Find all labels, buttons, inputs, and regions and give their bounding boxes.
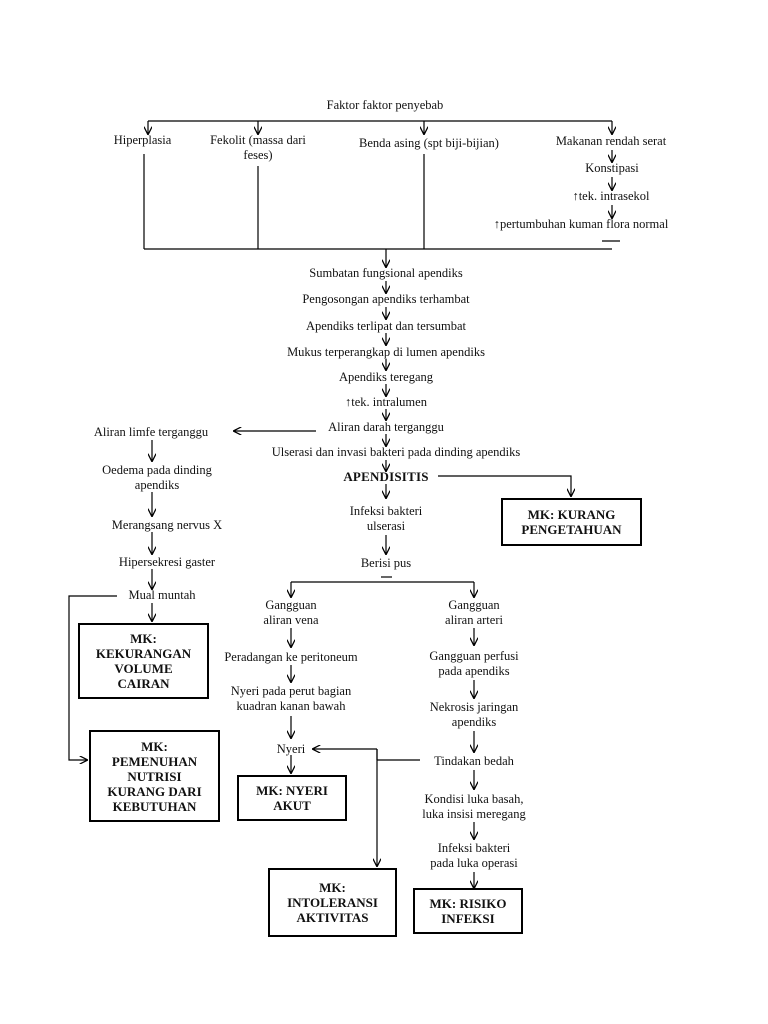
tindakan-bedah: Tindakan bedah	[434, 754, 514, 768]
main-step-3: Apendiks terlipat dan tersumbat	[305, 319, 467, 333]
gangguan-arteri: Gangguan aliran arteri	[445, 598, 503, 627]
cause-hiperplasia: Hiperplasia	[113, 133, 172, 147]
mk-nyeri-akut: MK: NYERI AKUT	[237, 775, 347, 821]
cause-fekolit: Fekolit (massa dari feses)	[210, 133, 306, 162]
aliran-limfe: Aliran limfe terganggu	[93, 425, 209, 439]
infeksi-bakteri-ulserasi: Infeksi bakteri ulserasi	[349, 504, 423, 533]
konstipasi: Konstipasi	[585, 161, 639, 175]
nyeri: Nyeri	[276, 742, 306, 756]
tek-intrasekol: ↑tek. intrasekol	[572, 189, 650, 203]
main-step-1: Sumbatan fungsional apendiks	[309, 266, 463, 280]
mk-kekurangan-volume-cairan: MK: KEKURANGAN VOLUME CAIRAN	[78, 623, 209, 699]
nekrosis: Nekrosis jaringan apendiks	[429, 700, 519, 729]
mk-risiko-infeksi: MK: RISIKO INFEKSI	[413, 888, 523, 934]
kondisi-luka: Kondisi luka basah, luka insisi meregang	[422, 792, 526, 821]
oedema: Oedema pada dinding apendiks	[102, 463, 212, 492]
mk-kurang-pengetahuan: MK: KURANG PENGETAHUAN	[501, 498, 642, 546]
infeksi-luka-operasi: Infeksi bakteri pada luka operasi	[430, 841, 518, 870]
main-step-6: ↑tek. intralumen	[345, 395, 427, 409]
main-step-8: Ulserasi dan invasi bakteri pada dinding…	[271, 445, 521, 459]
gangguan-perfusi: Gangguan perfusi pada apendiks	[429, 649, 519, 678]
nyeri-perut: Nyeri pada perut bagian kuadran kanan ba…	[230, 684, 352, 713]
main-step-2: Pengosongan apendiks terhambat	[302, 292, 470, 306]
mk-pemenuhan-nutrisi: MK: PEMENUHAN NUTRISI KURANG DARI KEBUTU…	[89, 730, 220, 822]
mk-intoleransi-aktivitas: MK: INTOLERANSI AKTIVITAS	[268, 868, 397, 937]
hipersekresi-gaster: Hipersekresi gaster	[118, 555, 216, 569]
cause-makanan: Makanan rendah serat	[555, 134, 667, 148]
causes-title: Faktor faktor penyebab	[326, 98, 444, 112]
cause-benda-asing: Benda asing (spt biji-bijian)	[359, 136, 499, 150]
main-step-7: Aliran darah terganggu	[328, 420, 444, 434]
mual-muntah: Mual muntah	[128, 588, 196, 602]
apendisitis-label: APENDISITIS	[343, 469, 429, 484]
merangsang-nervus: Merangsang nervus X	[111, 518, 223, 532]
pertumbuhan-kuman: ↑pertumbuhan kuman flora normal	[493, 217, 669, 231]
main-step-5: Apendiks teregang	[338, 370, 434, 384]
peradangan: Peradangan ke peritoneum	[224, 650, 358, 664]
berisi-pus: Berisi pus	[360, 556, 412, 570]
gangguan-vena: Gangguan aliran vena	[263, 598, 319, 627]
main-step-4: Mukus terperangkap di lumen apendiks	[287, 345, 485, 359]
